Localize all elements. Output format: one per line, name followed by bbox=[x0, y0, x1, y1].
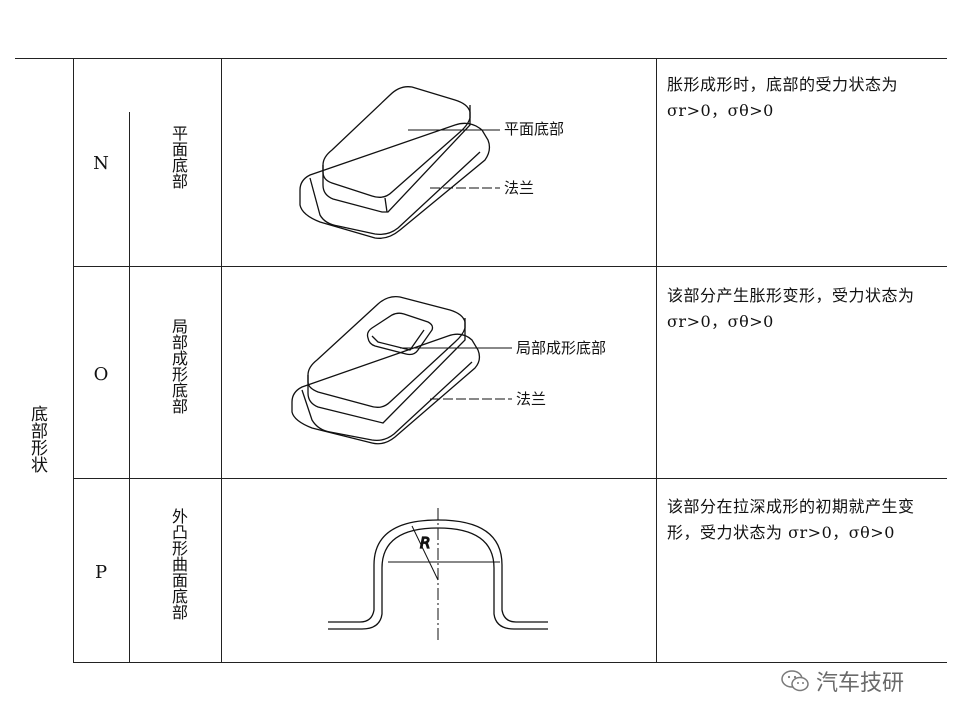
table-top-border bbox=[15, 58, 947, 59]
row-name-p: 外凸形曲面底部 bbox=[169, 508, 188, 620]
column-divider-4 bbox=[656, 58, 657, 663]
radius-label: R bbox=[420, 534, 430, 552]
column-divider-1 bbox=[73, 58, 74, 663]
row-description-n: 胀形成形时，底部的受力状态为 σr>0，σθ>0 bbox=[667, 75, 899, 120]
row-name-n: 平面底部 bbox=[169, 125, 188, 189]
category-label: 底部形状 bbox=[27, 405, 47, 473]
table-bottom-border bbox=[73, 662, 947, 663]
row-description-p: 该部分在拉深成形的初期就产生变形，受力状态为 σr>0，σθ>0 bbox=[667, 497, 915, 542]
callout-label-o1: 局部成形底部 bbox=[516, 339, 606, 357]
callout-label-n1: 平面底部 bbox=[504, 120, 564, 138]
flat-bottom-drawing bbox=[299, 86, 491, 239]
column-divider-3 bbox=[221, 58, 222, 663]
row-divider-1 bbox=[73, 266, 947, 267]
watermark-text: 汽车技研 bbox=[816, 671, 905, 696]
wechat-icon bbox=[781, 670, 809, 692]
callout-label-o2: 法兰 bbox=[516, 390, 546, 408]
row-code-p: P bbox=[94, 562, 108, 583]
watermark: 汽车技研 bbox=[780, 665, 904, 697]
row-code-o: O bbox=[93, 364, 109, 385]
convex-bottom-drawing bbox=[328, 508, 548, 642]
row-divider-2 bbox=[73, 478, 947, 479]
local-formed-bottom-drawing bbox=[291, 296, 481, 445]
callout-label-n2: 法兰 bbox=[504, 179, 534, 197]
column-divider-2 bbox=[129, 112, 130, 663]
row-code-n: N bbox=[93, 153, 109, 174]
row-description-o: 该部分产生胀形变形，受力状态为 σr>0，σθ>0 bbox=[667, 286, 915, 331]
row-name-o: 局部成形底部 bbox=[169, 318, 188, 414]
